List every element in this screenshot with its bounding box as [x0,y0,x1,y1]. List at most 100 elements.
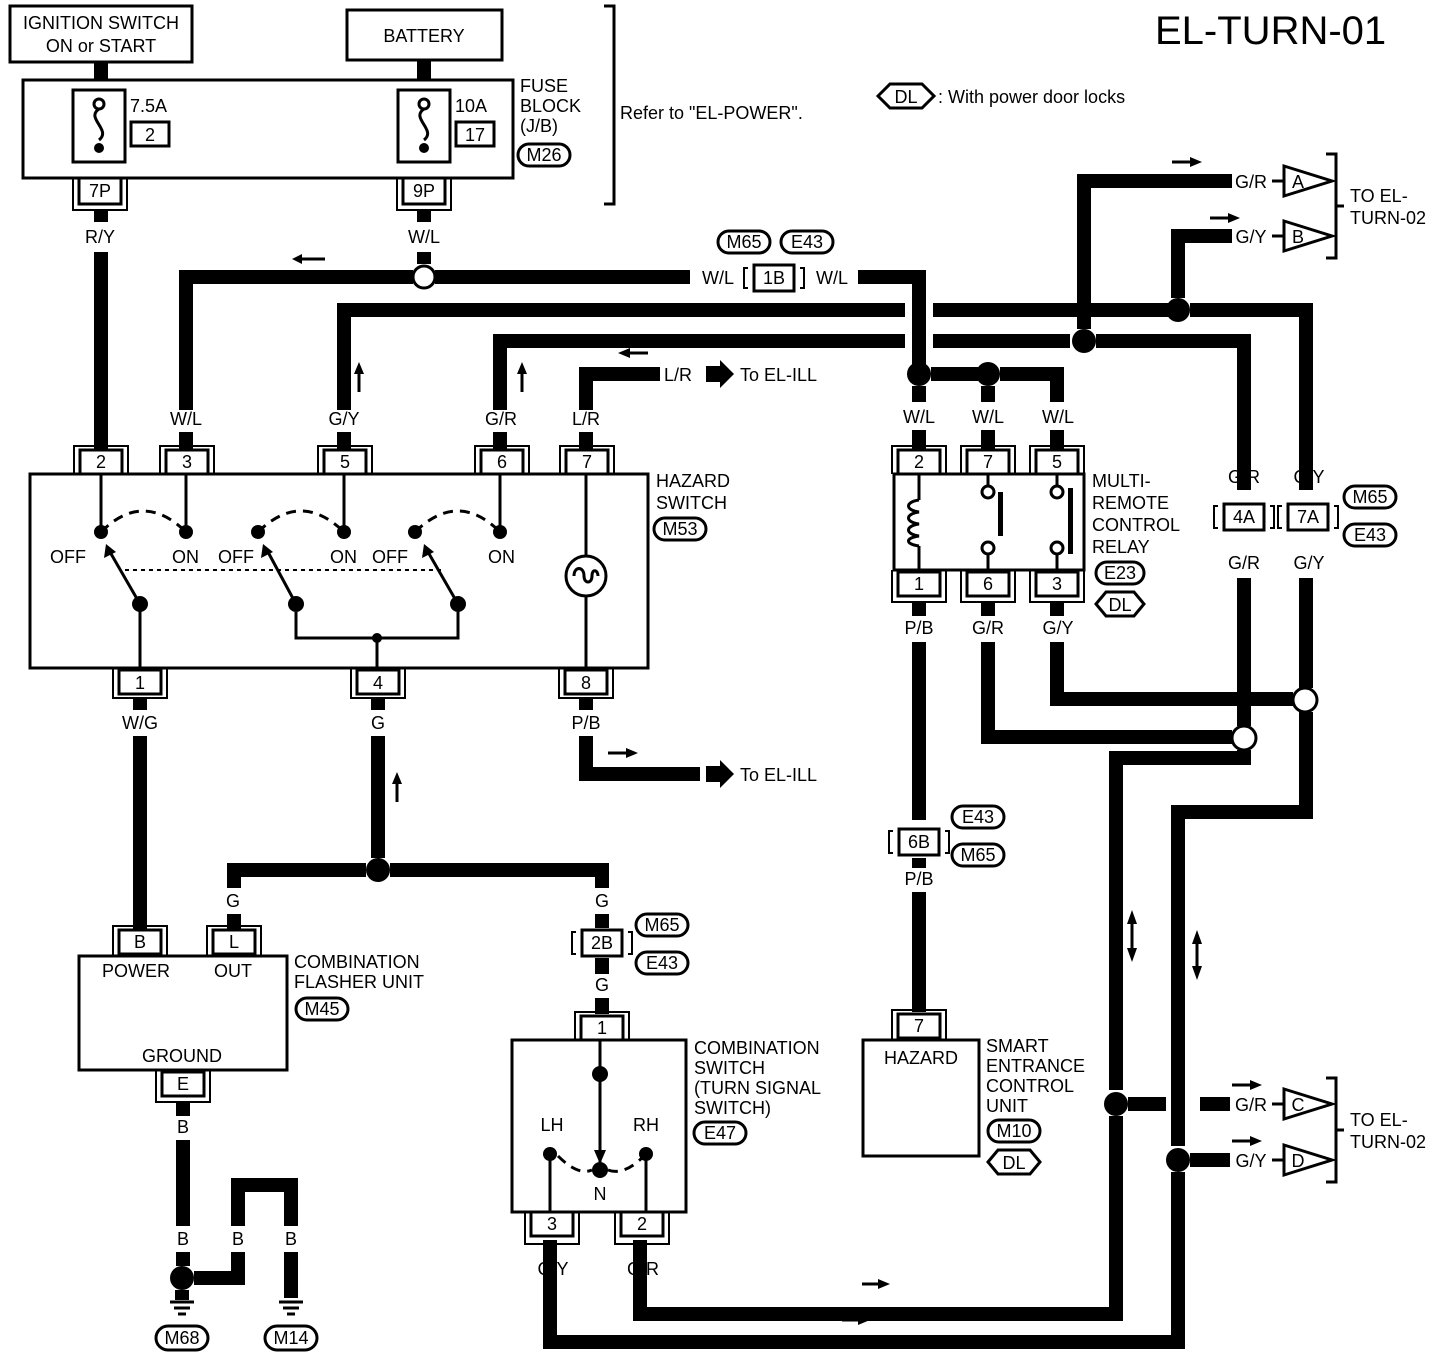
junction-4a [1222,502,1266,532]
hazard-pin-1: 1 [135,673,145,693]
relay-name-2: REMOTE [1092,493,1169,513]
arrow-a-label: A [1292,172,1304,192]
wire-label-wl-relay7: W/L [972,407,1004,427]
relay-connector: E23 [1104,563,1136,583]
relay-pin-3: 3 [1052,574,1062,594]
arrow-to-el-ill-bottom [706,760,734,788]
fuse1-number: 2 [145,125,155,145]
wire-label-gy-b: G/Y [1235,227,1266,247]
smart-unit-dl-tag: DL [1002,1153,1025,1173]
wire-label-wg: W/G [122,713,158,733]
wire-label-b-ground1: B [177,1229,189,1249]
flasher-name-2: FLASHER UNIT [294,972,424,992]
flasher-out: OUT [214,961,252,981]
junction-7a-conn2: E43 [1354,525,1386,545]
wire-label-wl-1b-left: W/L [702,268,734,288]
hazard-pin-5: 5 [340,452,350,472]
junction-4a-pin: 4A [1233,507,1255,527]
relay-pin-2: 2 [914,452,924,472]
wire-label-pb-6b: P/B [904,869,933,889]
wire-label-wl-fuse: W/L [408,227,440,247]
arrow-to-el-ill-top [706,360,734,388]
relay-name-3: CONTROL [1092,515,1180,535]
wire-label-g-2b-bottom: G [595,975,609,995]
hazard-on-1: ON [172,547,199,567]
wire-label-pb-haz8: P/B [571,713,600,733]
hazard-switch-name-1: HAZARD [656,471,730,491]
wire-label-gy-combo3: G/Y [537,1259,568,1279]
to-el-ill-top: To EL-ILL [740,365,817,385]
junction-2b-conn1: M65 [644,915,679,935]
wire-label-gr-4a-top: G/R [1228,467,1260,487]
hazard-off-1: OFF [50,547,86,567]
hazard-pin-6: 6 [497,452,507,472]
hazard-off-3: OFF [372,547,408,567]
wire-label-wl-haz3: W/L [170,409,202,429]
fuse-block-label-2: BLOCK [520,96,581,116]
wire-label-gy-haz5: G/Y [328,409,359,429]
wire-label-pb-relay1: P/B [904,618,933,638]
combo-name-3: (TURN SIGNAL [694,1078,821,1098]
wire-label-gr-haz6: G/R [485,409,517,429]
relay-pin-5: 5 [1052,452,1062,472]
ground-m14: M14 [273,1328,308,1348]
combo-lh: LH [540,1115,563,1135]
wire-label-b-flasher: B [177,1117,189,1137]
wire-label-lr-ill: L/R [664,365,692,385]
wire-label-b-ground3: B [285,1229,297,1249]
arrow-b-label: B [1292,227,1304,247]
battery-label: BATTERY [383,26,464,46]
junction-2b-conn2: E43 [646,953,678,973]
smart-unit-pin-7: 7 [914,1016,924,1036]
arrow-c-label: C [1292,1095,1305,1115]
fuse-block-label-3: (J/B) [520,116,558,136]
flasher-connector: M45 [304,999,339,1019]
relay-dl-tag: DL [1108,595,1131,615]
junction-1b-pin: 1B [763,268,785,288]
relay-pin-6: 6 [983,574,993,594]
relay-pin-1: 1 [914,574,924,594]
junction-7a-pin: 7A [1297,507,1319,527]
refer-note: Refer to "EL-POWER". [620,103,803,123]
dl-legend-tag-text: DL [894,87,917,107]
relay-pin-7: 7 [983,452,993,472]
smart-unit-connector: M10 [996,1121,1031,1141]
hazard-switch-name-2: SWITCH [656,493,727,513]
smart-unit-hazard: HAZARD [884,1048,958,1068]
wire-label-ry: R/Y [85,227,115,247]
junction-6b [897,827,941,857]
wire-label-g-haz4: G [371,713,385,733]
hazard-pin-3: 3 [182,452,192,472]
combination-flasher-unit [77,954,289,1072]
wire-label-gy-d: G/Y [1235,1151,1266,1171]
wire-label-g-2b-top: G [595,891,609,911]
junction-2b [580,928,624,958]
hazard-off-2: OFF [218,547,254,567]
smart-unit-name-4: UNIT [986,1096,1028,1116]
ignition-label-1: IGNITION SWITCH [23,13,179,33]
wire-label-pb-ill: P/B [664,765,693,785]
ground-m68: M68 [164,1328,199,1348]
wire-label-wl-relay2: W/L [903,407,935,427]
arrow-d-label: D [1292,1151,1305,1171]
combo-name-2: SWITCH [694,1058,765,1078]
hazard-on-3: ON [488,547,515,567]
junction-7a [1286,502,1330,532]
junction-7a-conn1: M65 [1352,487,1387,507]
hazard-pin-2: 2 [96,452,106,472]
wire-label-gy-relay3: G/Y [1042,618,1073,638]
dl-legend-text: : With power door locks [938,87,1125,107]
hazard-switch-connector: M53 [662,519,697,539]
wire-label-gy-7a-top: G/Y [1293,467,1324,487]
wire-label-wl-relay5: W/L [1042,407,1074,427]
junction-2b-pin: 2B [591,933,613,953]
hazard-pin-8: 8 [581,673,591,693]
to-turn02-bottom-1: TO EL- [1350,1110,1408,1130]
hazard-top-pins: 2 3 5 6 7 [73,445,615,476]
wire-label-b-ground2: B [232,1229,244,1249]
hazard-pin-4: 4 [373,673,383,693]
flasher-power: POWER [102,961,170,981]
ignition-label-2: ON or START [46,36,156,56]
wire-label-g-flasher: G [226,891,240,911]
